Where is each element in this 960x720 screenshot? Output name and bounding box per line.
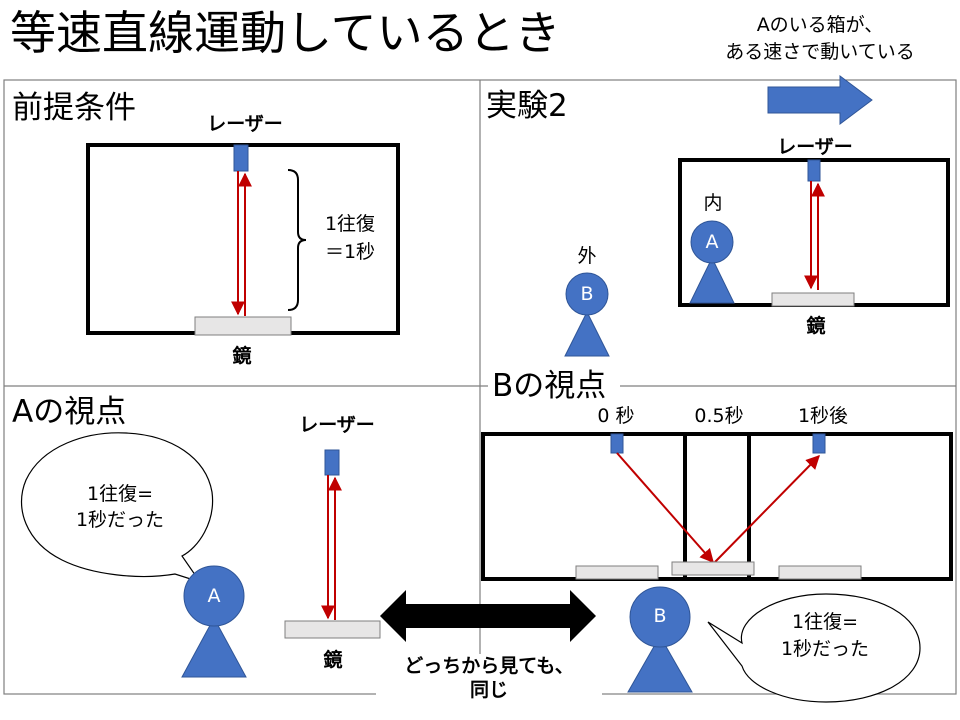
b-view-time-0: 0 秒: [597, 405, 635, 427]
b-view-mirror-1s: [778, 565, 862, 580]
a-view-laser-emitter: [324, 449, 340, 476]
bottom-caption-line1: どっちから見ても、: [404, 655, 574, 677]
exp2-laser-emitter: [807, 159, 821, 182]
b-view-heading: Bの視点: [488, 366, 621, 406]
a-bubble-line1: 1往復=: [86, 483, 153, 505]
b-speech-bubble: [707, 593, 921, 703]
exp2-laser-label: レーザー: [777, 136, 853, 158]
exp2-mirror: [771, 292, 855, 307]
b-view-beam-diagonal-down: [616, 452, 714, 564]
exp2-inside-label: 内: [703, 192, 723, 214]
premise-mirror: [194, 316, 292, 336]
top-note-line2: ある速さで動いている: [725, 41, 915, 63]
a-view-mirror: [284, 620, 381, 639]
a-view-mirror-label: 鏡: [323, 649, 343, 671]
top-note-line1: Aのいる箱が、: [756, 14, 884, 36]
b-view-box-half: [683, 432, 751, 581]
motion-arrow-icon: [767, 75, 873, 125]
b-view-person-label: B: [653, 605, 667, 627]
premise-heading: 前提条件: [12, 90, 136, 126]
exp2-person-b-label: B: [580, 283, 594, 305]
b-view-mirror-half: [671, 561, 755, 576]
b-view-box-outer: [481, 432, 953, 581]
b-bubble-line1: 1往復=: [791, 611, 858, 633]
exp2-outside-label: 外: [577, 245, 597, 267]
premise-round-trip-line1: 1往復: [324, 213, 376, 235]
premise-mirror-label: 鏡: [232, 345, 252, 367]
b-view-time-1: 1秒後: [797, 405, 849, 427]
a-view-heading: Aの視点: [12, 394, 127, 430]
b-view-mirror-0s: [575, 565, 659, 580]
b-bubble-line2: 1秒だった: [780, 638, 870, 660]
bottom-caption: どっちから見ても、 同じ: [376, 654, 602, 702]
a-view-person-label: A: [207, 585, 221, 607]
premise-round-trip-brace: [287, 169, 307, 311]
exp2-heading: 実験2: [486, 88, 568, 124]
b-view-laser-0s: [610, 433, 624, 454]
a-bubble-line2: 1秒だった: [75, 509, 165, 531]
exp2-person-b: [564, 272, 610, 357]
a-view-laser-label: レーザー: [299, 414, 375, 436]
premise-laser-emitter: [233, 144, 249, 172]
b-view-laser-1s: [812, 433, 826, 454]
premise-laser-label: レーザー: [207, 113, 283, 135]
exp2-mirror-label: 鏡: [806, 315, 826, 337]
a-speech-bubble: [20, 432, 214, 584]
b-view-person-b: [627, 586, 693, 693]
premise-box: [86, 143, 400, 335]
exp2-person-a-label: A: [705, 231, 719, 253]
slide-title: 等速直線運動しているとき: [10, 6, 561, 60]
premise-round-trip-line2: ＝1秒: [324, 241, 376, 263]
b-view-beam-diagonal-up: [714, 455, 820, 563]
a-view-person-a: [181, 565, 247, 678]
top-note: Aのいる箱が、 ある速さで動いている: [690, 12, 950, 66]
bottom-caption-line2: 同じ: [469, 679, 508, 701]
exp2-person-a: [689, 220, 735, 304]
b-view-time-half: 0.5秒: [694, 405, 744, 427]
double-arrow-icon: [380, 590, 596, 642]
